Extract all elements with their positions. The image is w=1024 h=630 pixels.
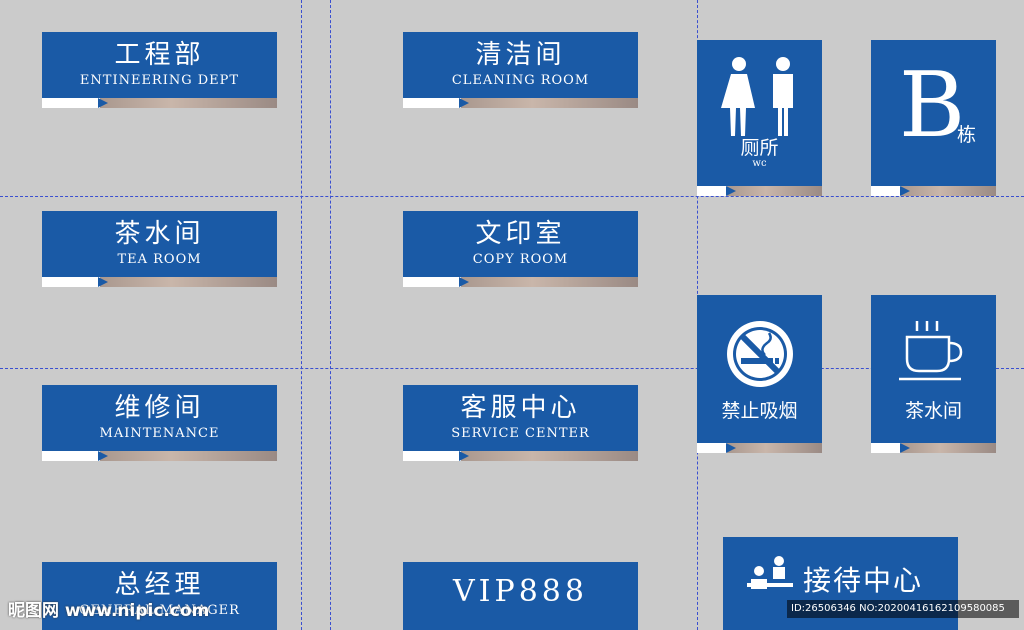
- sign-title: 清洁间: [475, 40, 566, 70]
- sign-subtitle: COPY ROOM: [472, 252, 569, 267]
- sign-subtitle: wc: [752, 158, 767, 169]
- toilet-sign: 厕所 wc: [697, 40, 822, 196]
- sign-subtitle: TEA ROOM: [117, 252, 202, 267]
- sign-title: 客服中心: [460, 393, 581, 423]
- sign-title: 工程部: [114, 40, 205, 70]
- sign-subtitle: SERVICE CENTER: [451, 426, 590, 441]
- sign-title: VIP888: [453, 574, 588, 609]
- sign-title: 文印室: [475, 219, 566, 249]
- guide-line-vertical: [301, 0, 302, 630]
- sign-title: 禁止吸烟: [721, 400, 798, 422]
- sign-stripe: [403, 98, 638, 108]
- engineering-dept-sign: 工程部 ENTINEERING DEPT: [42, 32, 277, 108]
- sign-stripe: [871, 443, 996, 453]
- sign-subtitle: GENERAL MANAGER: [79, 603, 240, 618]
- image-id-watermark: ID:26506346 NO:20200416162109580085: [787, 600, 1019, 618]
- guide-line-horizontal: [0, 368, 1024, 369]
- sign-stripe: [697, 443, 822, 453]
- sign-title: 茶水间: [114, 219, 205, 249]
- sign-stripe: [42, 451, 277, 461]
- building-letter: B: [899, 53, 966, 158]
- sign-subtitle: ENTINEERING DEPT: [79, 73, 240, 88]
- sign-stripe: [403, 451, 638, 461]
- reception-desk-icon: [747, 556, 793, 589]
- coffee-cup-icon: [899, 321, 963, 381]
- maintenance-sign: 维修间 MAINTENANCE: [42, 385, 277, 461]
- tea-room-icon-sign: 茶水间: [871, 295, 996, 453]
- general-manager-sign: 总经理 GENERAL MANAGER: [42, 562, 277, 630]
- sign-title: 茶水间: [904, 400, 962, 422]
- cleaning-room-sign: 清洁间 CLEANING ROOM: [403, 32, 638, 108]
- copy-room-sign: 文印室 COPY ROOM: [403, 211, 638, 287]
- sign-stripe: [42, 98, 277, 108]
- sign-subtitle: CLEANING ROOM: [451, 73, 590, 88]
- building-suffix: 栋: [957, 124, 977, 146]
- guide-line-horizontal: [0, 196, 1024, 197]
- sign-stripe: [403, 277, 638, 287]
- no-smoking-icon: [727, 321, 793, 387]
- sign-title: 厕所: [740, 137, 779, 159]
- tea-room-sign: 茶水间 TEA ROOM: [42, 211, 277, 287]
- site-watermark: 昵图网 www.nipic.com: [8, 601, 210, 621]
- sign-title: 总经理: [114, 570, 205, 600]
- sign-stripe: [871, 186, 996, 196]
- sign-title: 接待中心: [803, 564, 924, 597]
- building-b-sign: B 栋: [871, 40, 996, 196]
- restroom-icon: [721, 57, 793, 136]
- guide-line-vertical: [330, 0, 331, 630]
- vip-sign: VIP888: [403, 562, 638, 630]
- sign-title: 维修间: [114, 393, 205, 423]
- sign-stripe: [697, 186, 822, 196]
- service-center-sign: 客服中心 SERVICE CENTER: [403, 385, 638, 461]
- sign-stripe: [42, 277, 277, 287]
- no-smoking-sign: 禁止吸烟: [697, 295, 822, 453]
- sign-subtitle: MAINTENANCE: [99, 426, 220, 441]
